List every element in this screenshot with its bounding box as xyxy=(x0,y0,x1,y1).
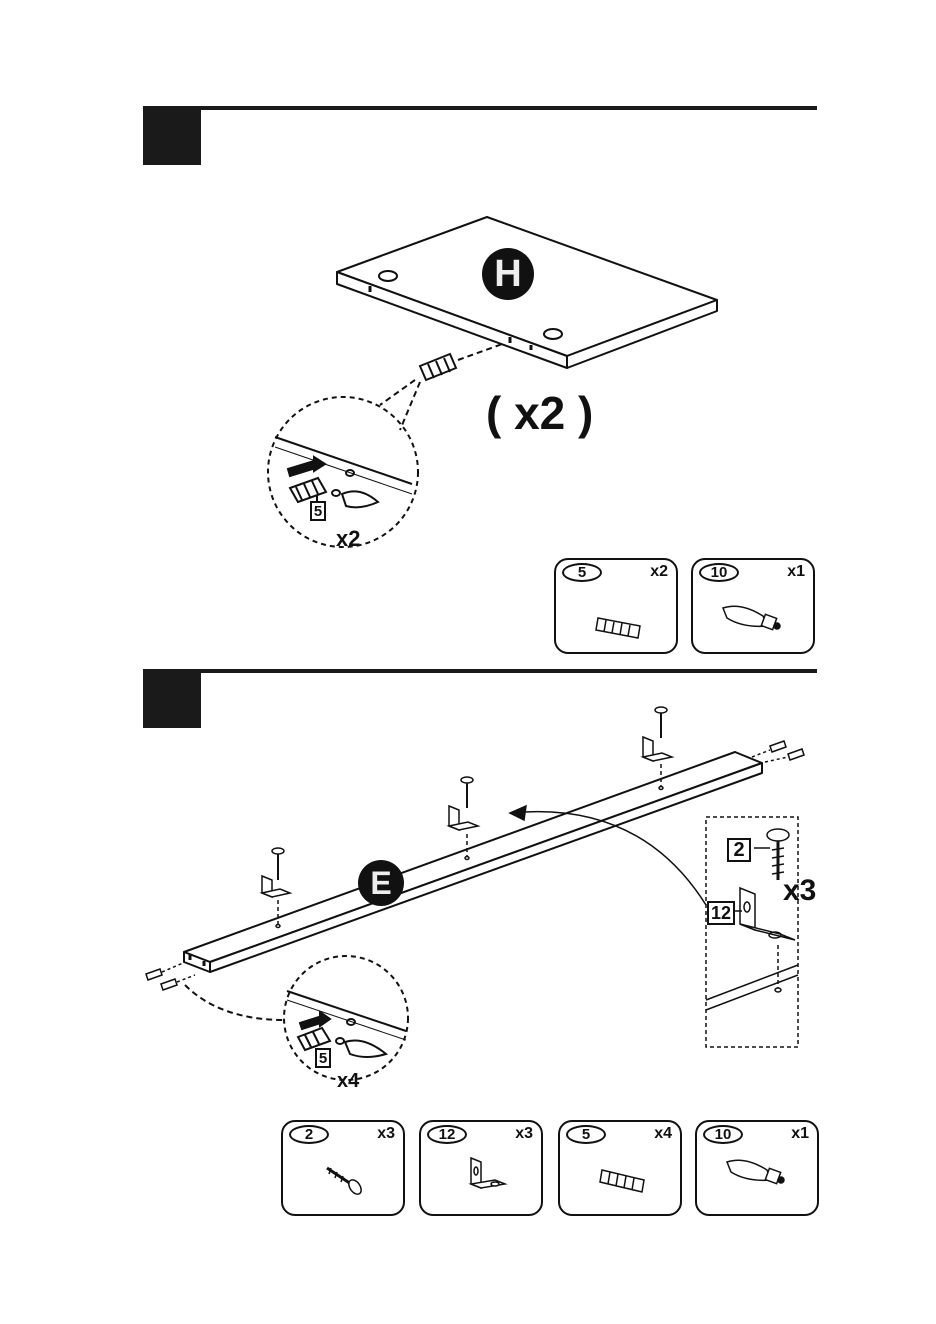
part-qty: x3 xyxy=(377,1125,395,1143)
panel-label-e: E xyxy=(358,860,404,906)
part-qty: x1 xyxy=(791,1125,809,1143)
l-bracket-icon xyxy=(421,1144,545,1214)
callout-screw-tag: 2 xyxy=(727,838,751,862)
part-qty: x3 xyxy=(515,1125,533,1143)
callout-box xyxy=(706,817,798,1047)
detail-zoom-circle-2 xyxy=(185,956,408,1080)
part-number: 5 xyxy=(566,1125,606,1144)
dowel-icon xyxy=(560,1144,684,1214)
part-number: 2 xyxy=(289,1125,329,1144)
rail-panel-e xyxy=(184,752,762,972)
cam-bolt-icon xyxy=(697,1144,821,1214)
part-card-5b: 5 x4 xyxy=(558,1120,682,1216)
part-card-2: 2 x3 xyxy=(281,1120,405,1216)
part-card-10b: 10 x1 xyxy=(695,1120,819,1216)
part-qty: x4 xyxy=(654,1125,672,1143)
callout-bracket-tag: 12 xyxy=(707,901,735,925)
detail-part-tag-2: 5 xyxy=(315,1048,331,1068)
part-card-12: 12 x3 xyxy=(419,1120,543,1216)
part-number: 10 xyxy=(703,1125,743,1144)
callout-qty: x3 xyxy=(783,874,816,908)
screw-icon xyxy=(283,1144,407,1214)
part-number: 12 xyxy=(427,1125,467,1144)
detail-qty-2: x4 xyxy=(337,1070,359,1093)
